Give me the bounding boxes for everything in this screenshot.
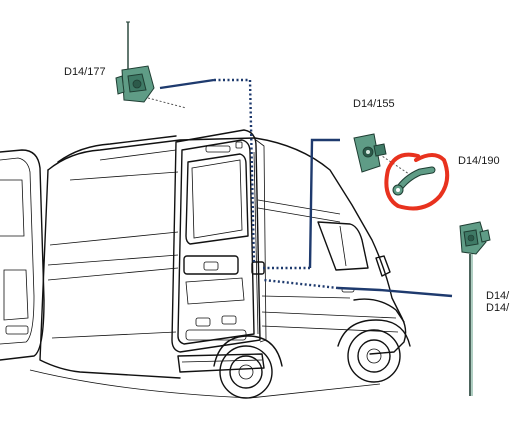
leader-177-dotted [214, 78, 256, 265]
leader-right-solid [337, 286, 453, 298]
label-part-a: D14/ [486, 290, 510, 302]
label-part-177: D14/177 [64, 66, 106, 78]
cab-window [317, 221, 369, 271]
part-right-actuator [459, 221, 491, 396]
rear-door-window [185, 153, 249, 245]
leader-lines [147, 78, 453, 298]
door-handle-panel [183, 255, 239, 275]
part-155-lock [353, 133, 387, 173]
label-part-155: D14/155 [353, 98, 395, 110]
van-body [47, 137, 407, 355]
part-177-actuator [115, 21, 155, 103]
leader-177-solid [159, 78, 215, 90]
hand-drawn-circle-mark [384, 152, 450, 211]
rear-right-door [171, 129, 261, 353]
leader-155-solid [308, 138, 340, 269]
label-part-190: D14/190 [458, 155, 500, 167]
front-wheel [347, 329, 401, 383]
part-190-link [392, 166, 436, 196]
leader-right-dotted [263, 278, 339, 290]
label-part-b: D14/ [486, 302, 510, 314]
left-open-door [0, 149, 45, 361]
van-illustration [0, 129, 411, 399]
